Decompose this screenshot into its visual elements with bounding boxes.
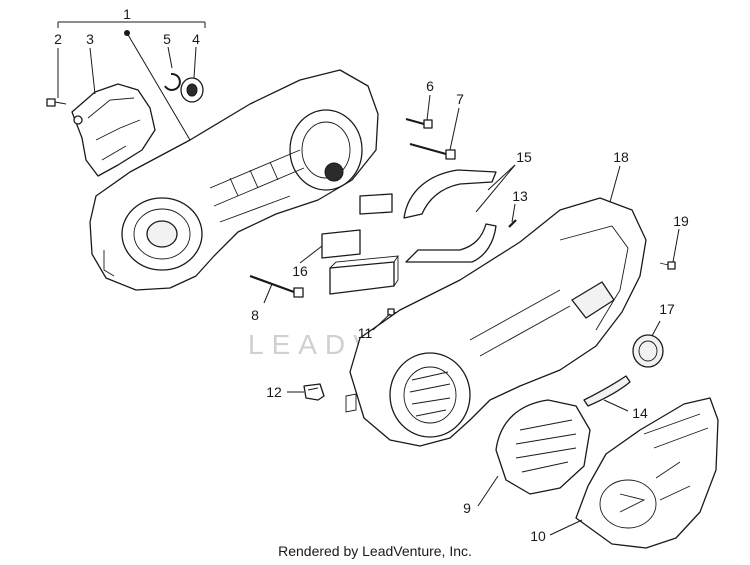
part-2-screw xyxy=(46,98,67,107)
part-5-circlip xyxy=(164,72,181,91)
callout-1: 1 xyxy=(123,6,131,22)
part-15-seals xyxy=(403,169,497,263)
callout-3: 3 xyxy=(86,31,94,47)
leader-lines xyxy=(57,21,680,536)
callout-16: 16 xyxy=(292,263,308,279)
part-10-front-cover xyxy=(575,397,719,549)
callout-10: 10 xyxy=(530,528,546,544)
credit-text: Rendered by LeadVenture, Inc. xyxy=(278,543,472,559)
callout-6: 6 xyxy=(426,78,434,94)
part-19-screw xyxy=(659,261,676,270)
callout-8: 8 xyxy=(251,307,259,323)
part-4-bearing xyxy=(180,77,204,103)
callout-14: 14 xyxy=(632,405,648,421)
part-16-filter-blocks xyxy=(321,193,399,295)
callout-18: 18 xyxy=(613,149,629,165)
part-9-vent-grille xyxy=(495,399,591,495)
part-6-bolt xyxy=(405,117,433,129)
callout-2: 2 xyxy=(54,31,62,47)
callout-numbers: 1 2 3 4 5 6 7 8 9 10 11 12 13 14 15 16 1… xyxy=(54,6,689,544)
callout-13: 13 xyxy=(512,188,528,204)
part-17-cap xyxy=(632,334,664,368)
callout-4: 4 xyxy=(192,31,200,47)
part-8-long-bolt xyxy=(249,274,304,298)
part-3-front-cover xyxy=(71,83,156,177)
callout-12: 12 xyxy=(266,384,282,400)
callout-19: 19 xyxy=(673,213,689,229)
callout-7: 7 xyxy=(456,91,464,107)
part-18-outer-cover xyxy=(345,197,647,447)
callout-15: 15 xyxy=(516,149,532,165)
callout-11: 11 xyxy=(358,325,373,341)
part-7-long-bolt xyxy=(409,142,456,160)
part-13-pin xyxy=(508,219,517,228)
callout-9: 9 xyxy=(463,500,471,516)
callout-17: 17 xyxy=(659,301,675,317)
part-12-clip xyxy=(303,383,325,401)
callout-5: 5 xyxy=(163,31,171,47)
part-1-inner-cover xyxy=(89,69,379,291)
part-14-trim xyxy=(583,375,631,407)
